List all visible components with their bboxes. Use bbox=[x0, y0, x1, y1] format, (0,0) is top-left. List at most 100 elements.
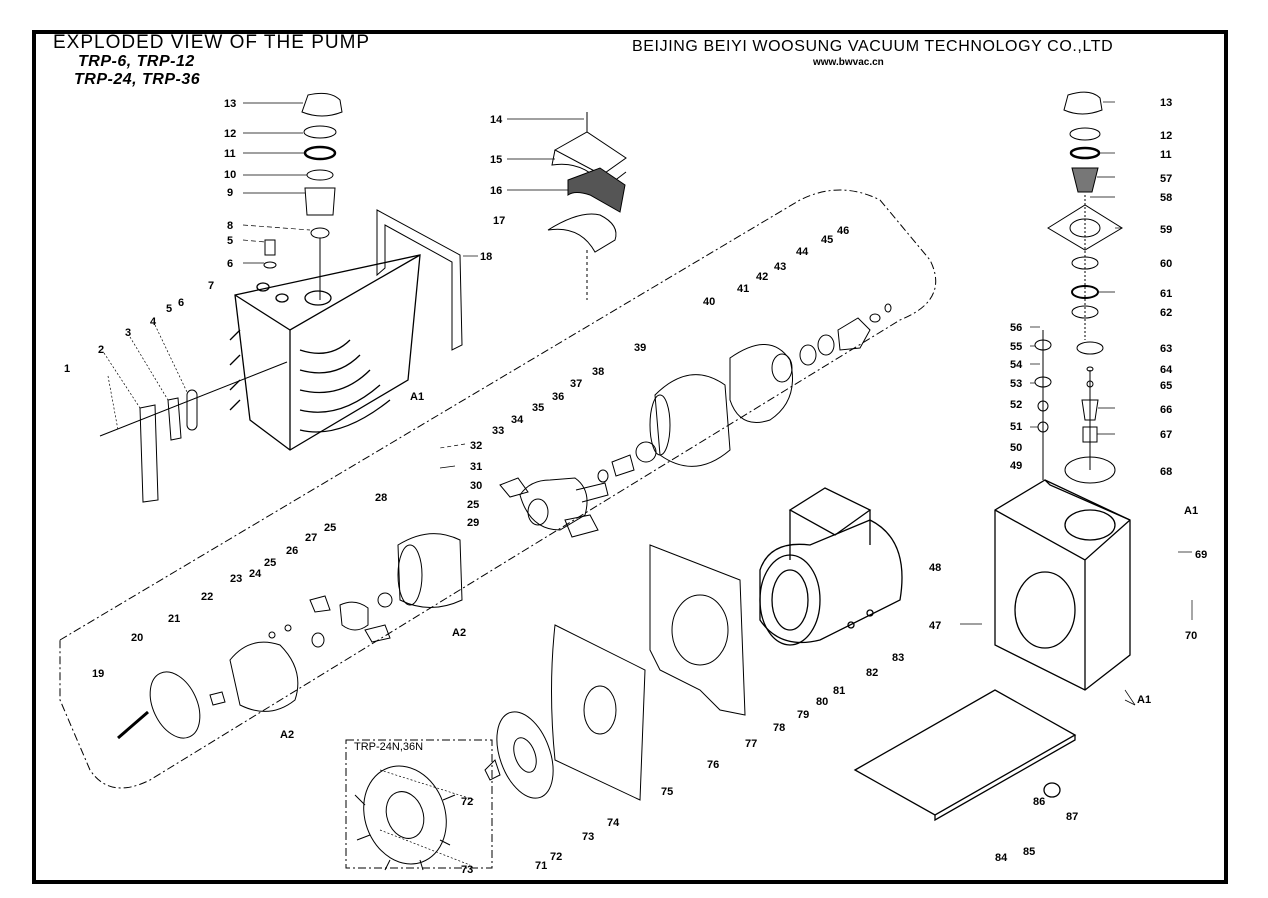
part-callout-12r: 12 bbox=[1160, 130, 1172, 142]
part-callout-11: 11 bbox=[224, 148, 236, 160]
part-callout-9: 9 bbox=[227, 187, 233, 199]
part-callout-70: 70 bbox=[1185, 630, 1197, 642]
part-callout-87: 87 bbox=[1066, 811, 1078, 823]
company-website: www.bwvac.cn bbox=[813, 57, 884, 68]
model-list-line-2: TRP-24, TRP-36 bbox=[74, 71, 201, 88]
inset-callout-73: 73 bbox=[461, 864, 473, 876]
part-callout-7: 7 bbox=[208, 280, 214, 292]
cylinder-housing bbox=[229, 254, 421, 451]
part-callout-12: 12 bbox=[224, 128, 236, 140]
part-callout-72: 72 bbox=[550, 851, 562, 863]
part-callout-29: 29 bbox=[467, 517, 479, 529]
drawing-title: EXPLODED VIEW OF THE PUMP bbox=[53, 32, 371, 53]
part-callout-A1c: A1 bbox=[1137, 694, 1151, 706]
part-callout-57: 57 bbox=[1160, 173, 1172, 185]
part-callout-44: 44 bbox=[796, 246, 809, 258]
part-callout-48: 48 bbox=[929, 562, 941, 574]
part-callout-18: 18 bbox=[480, 251, 492, 263]
part-callout-55: 55 bbox=[1010, 341, 1022, 353]
part-callout-38: 38 bbox=[592, 366, 604, 378]
part-callout-52: 52 bbox=[1010, 399, 1022, 411]
end-plate-parts bbox=[729, 303, 892, 423]
part-callout-26: 26 bbox=[286, 545, 298, 557]
part-callout-50: 50 bbox=[1010, 442, 1022, 454]
part-callout-1: 1 bbox=[64, 363, 70, 375]
part-callout-35: 35 bbox=[532, 402, 544, 414]
part-callout-79: 79 bbox=[797, 709, 809, 721]
part-callout-51: 51 bbox=[1010, 421, 1022, 433]
part-callout-5a: 5 bbox=[166, 303, 172, 315]
fan-and-plate bbox=[484, 624, 646, 801]
part-callout-68: 68 bbox=[1160, 466, 1172, 478]
valve-stack-right bbox=[1034, 91, 1123, 484]
inset-title: TRP-24N,36N bbox=[354, 741, 423, 753]
part-callout-82: 82 bbox=[866, 667, 878, 679]
part-callout-8: 8 bbox=[227, 220, 233, 232]
part-callout-11r: 11 bbox=[1160, 149, 1172, 161]
part-callout-77: 77 bbox=[745, 738, 757, 750]
part-callout-71: 71 bbox=[535, 860, 547, 872]
part-callout-22: 22 bbox=[201, 591, 213, 603]
part-callout-53: 53 bbox=[1010, 378, 1022, 390]
part-callout-23: 23 bbox=[230, 573, 242, 585]
part-callout-84: 84 bbox=[995, 852, 1008, 864]
part-callout-13: 13 bbox=[224, 98, 236, 110]
model-list-line-1: TRP-6, TRP-12 bbox=[78, 53, 195, 70]
part-callout-42: 42 bbox=[756, 271, 768, 283]
part-callout-83: 83 bbox=[892, 652, 904, 664]
gasket-18 bbox=[376, 209, 463, 351]
part-callout-60: 60 bbox=[1160, 258, 1172, 270]
part-callout-25a: 25 bbox=[264, 557, 276, 569]
part-callout-21: 21 bbox=[168, 613, 180, 625]
part-callout-14: 14 bbox=[490, 114, 503, 126]
part-callout-56: 56 bbox=[1010, 322, 1022, 334]
part-callout-58: 58 bbox=[1160, 192, 1172, 204]
inset-fan bbox=[354, 765, 456, 871]
rotor-assembly-envelope bbox=[59, 189, 937, 789]
part-callout-78: 78 bbox=[773, 722, 785, 734]
leader-lines bbox=[103, 101, 1193, 866]
part-callout-85: 85 bbox=[1023, 846, 1035, 858]
part-callout-64: 64 bbox=[1160, 364, 1173, 376]
part-callout-80: 80 bbox=[816, 696, 828, 708]
part-callout-4: 4 bbox=[150, 316, 157, 328]
part-callout-A2b: A2 bbox=[280, 729, 294, 741]
part-callout-A1a: A1 bbox=[410, 391, 424, 403]
part-callout-86: 86 bbox=[1033, 796, 1045, 808]
part-callout-27: 27 bbox=[305, 532, 317, 544]
part-callout-49: 49 bbox=[1010, 460, 1022, 472]
filter-cover bbox=[547, 112, 627, 300]
motor-bracket bbox=[649, 544, 746, 716]
part-callout-67: 67 bbox=[1160, 429, 1172, 441]
part-callout-2: 2 bbox=[98, 344, 104, 356]
part-callout-62: 62 bbox=[1160, 307, 1172, 319]
part-callout-63: 63 bbox=[1160, 343, 1172, 355]
part-callout-61: 61 bbox=[1160, 288, 1172, 300]
part-callout-36: 36 bbox=[552, 391, 564, 403]
pump-body bbox=[994, 479, 1131, 691]
part-callout-25b: 25 bbox=[324, 522, 336, 534]
part-callout-5: 5 bbox=[227, 235, 233, 247]
part-callout-6a: 6 bbox=[178, 297, 184, 309]
base-plate bbox=[853, 689, 1077, 822]
side-cover-parts bbox=[99, 361, 288, 503]
part-callout-34: 34 bbox=[511, 414, 524, 426]
company-name: BEIJING BEIYI WOOSUNG VACUUM TECHNOLOGY … bbox=[632, 38, 1114, 55]
part-callout-69: 69 bbox=[1195, 549, 1207, 561]
part-callout-32: 32 bbox=[470, 440, 482, 452]
part-callout-45: 45 bbox=[821, 234, 833, 246]
part-callout-46: 46 bbox=[837, 225, 849, 237]
part-callout-54: 54 bbox=[1010, 359, 1023, 371]
part-callout-31: 31 bbox=[470, 461, 482, 473]
part-callout-13r: 13 bbox=[1160, 97, 1172, 109]
part-callout-A1b: A1 bbox=[1184, 505, 1198, 517]
part-callout-47: 47 bbox=[929, 620, 941, 632]
part-callout-6: 6 bbox=[227, 258, 233, 270]
part-callout-73: 73 bbox=[582, 831, 594, 843]
inlet-stack-left bbox=[263, 92, 343, 300]
part-callout-66: 66 bbox=[1160, 404, 1172, 416]
part-callout-15: 15 bbox=[490, 154, 502, 166]
part-callout-75: 75 bbox=[661, 786, 673, 798]
drawing-border bbox=[32, 30, 1228, 884]
